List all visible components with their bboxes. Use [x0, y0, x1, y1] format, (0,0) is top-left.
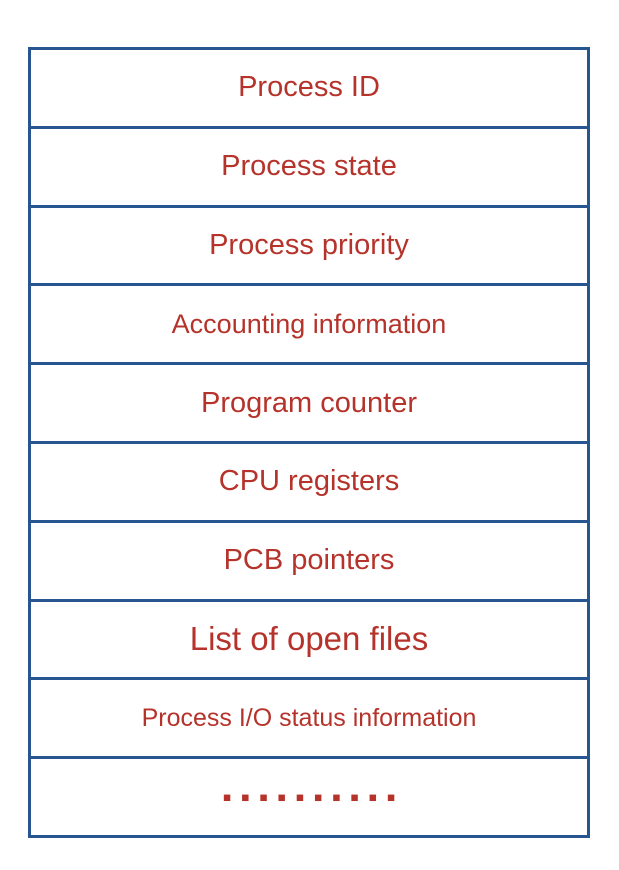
row-process-state: Process state [31, 129, 587, 208]
row-accounting-information-label: Accounting information [171, 308, 447, 339]
row-list-of-open-files: List of open files [31, 602, 587, 681]
row-accounting-information: Accounting information [31, 286, 587, 366]
row-process-id-label: Process ID [238, 71, 380, 104]
row-process-io-status-information: Process I/O status information [31, 680, 587, 760]
row-process-io-status-information-label: Process I/O status information [141, 703, 477, 732]
row-pcb-pointers-label: PCB pointers [223, 544, 395, 577]
row-cpu-registers-label: CPU registers [218, 465, 400, 498]
ellipsis-dots: ▪▪▪▪▪▪▪▪▪▪ [222, 781, 405, 812]
row-process-priority-label: Process priority [209, 228, 409, 261]
row-process-state-label: Process state [221, 150, 397, 183]
row-program-counter-label: Program counter [201, 386, 417, 419]
row-process-priority: Process priority [31, 208, 587, 287]
row-process-id: Process ID [31, 50, 587, 129]
row-cpu-registers: CPU registers [31, 444, 587, 523]
pcb-diagram: Process ID Process state Process priorit… [28, 47, 590, 838]
row-list-of-open-files-label: List of open files [189, 620, 429, 658]
row-program-counter: Program counter [31, 365, 587, 444]
row-ellipsis-dots: ▪▪▪▪▪▪▪▪▪▪ [31, 759, 587, 835]
row-pcb-pointers: PCB pointers [31, 523, 587, 602]
